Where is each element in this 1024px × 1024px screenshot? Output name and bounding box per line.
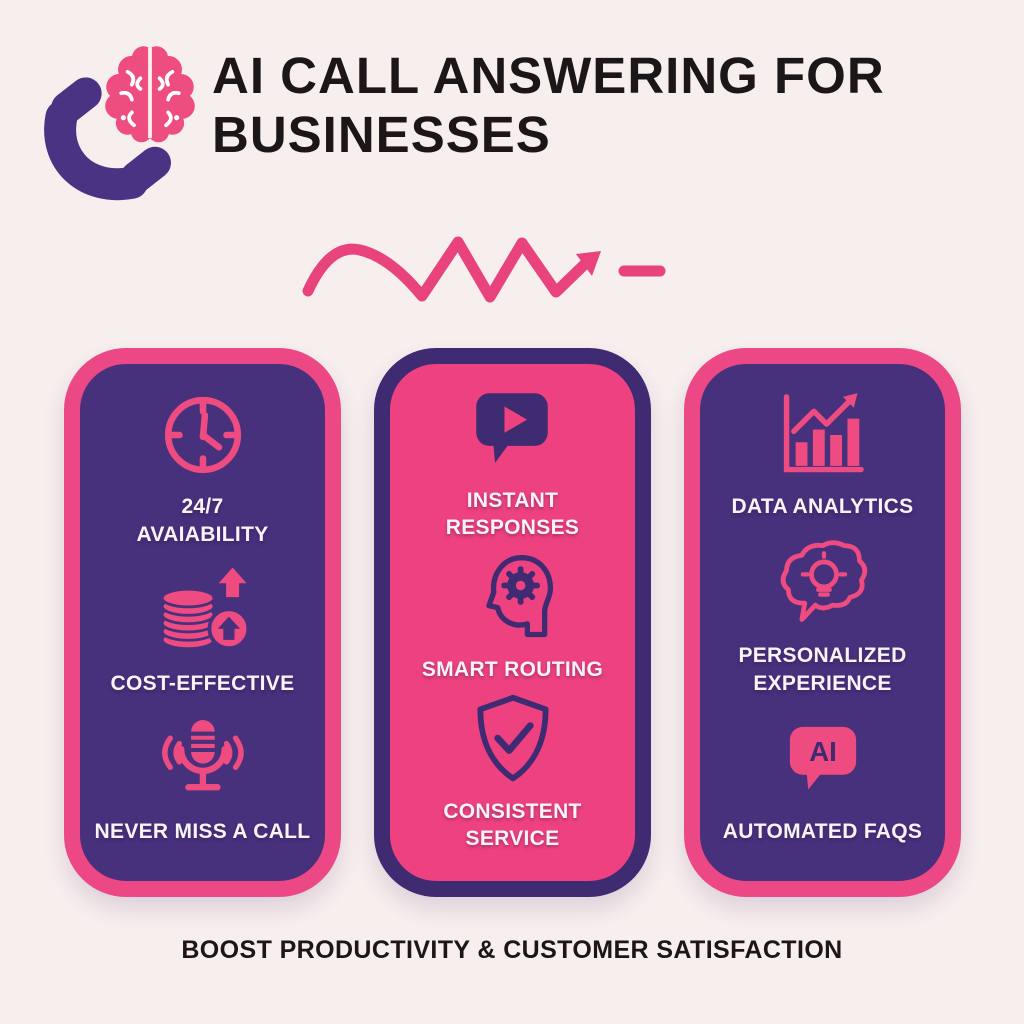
microphone-broadcast-icon (143, 712, 261, 808)
feature-label: PERSONALIZED EXPERIENCE (738, 644, 907, 695)
feature-label: NEVER MISS A CALL (94, 820, 311, 844)
phone-brain-icon (44, 46, 195, 201)
footer-tagline: BOOST PRODUCTIVITY & CUSTOMER SATISFACTI… (181, 936, 843, 964)
feature-label: COST-EFFECTIVE (110, 671, 295, 695)
thought-bubble-lightbulb-icon (775, 536, 871, 632)
chat-bubble-play-icon (464, 381, 560, 477)
card-availability: 24/7 AVAIABILITY (64, 348, 341, 897)
ai-bubble-text: AI (809, 736, 837, 767)
feature-analytics: DATA ANALYTICS (732, 387, 914, 520)
clock-icon (156, 387, 250, 483)
feature-cards: 24/7 AVAIABILITY (64, 348, 961, 897)
phone-icon (44, 100, 148, 201)
feature-consistent: CONSISTENT SERVICE (396, 692, 629, 853)
feature-label: SMART ROUTING (421, 657, 604, 681)
squiggle-arrow-icon (302, 236, 666, 303)
feature-label: DATA ANALYTICS (731, 495, 914, 519)
head-gear-icon (464, 550, 560, 646)
feature-label: 24/7 AVAIABILITY (136, 495, 269, 546)
ai-chat-bubble-icon: AI (777, 712, 869, 808)
feature-availability: 24/7 AVAIABILITY (136, 387, 268, 548)
feature-cost: COST-EFFECTIVE (111, 564, 295, 697)
feature-personalized: PERSONALIZED EXPERIENCE (738, 536, 906, 697)
bar-chart-growth-icon (772, 387, 872, 483)
shield-check-icon (465, 692, 561, 788)
feature-label: CONSISTENT SERVICE (443, 799, 582, 851)
card-responses: INSTANT RESPONSES (374, 348, 651, 897)
card-analytics: DATA ANALYTICS (684, 348, 961, 897)
feature-label: AUTOMATED FAQS (722, 820, 923, 844)
title-line-1: AI CALL ANSWERING FOR (212, 47, 885, 104)
feature-instant: INSTANT RESPONSES (446, 381, 579, 542)
feature-faqs: AI AUTOMATED FAQS (723, 712, 922, 845)
feature-label: INSTANT RESPONSES (445, 488, 580, 539)
feature-routing: SMART ROUTING (422, 550, 603, 683)
coin-stack-growth-icon (151, 564, 253, 660)
title-line-2: BUSINESSES (212, 106, 551, 164)
feature-never-miss: NEVER MISS A CALL (95, 712, 311, 845)
